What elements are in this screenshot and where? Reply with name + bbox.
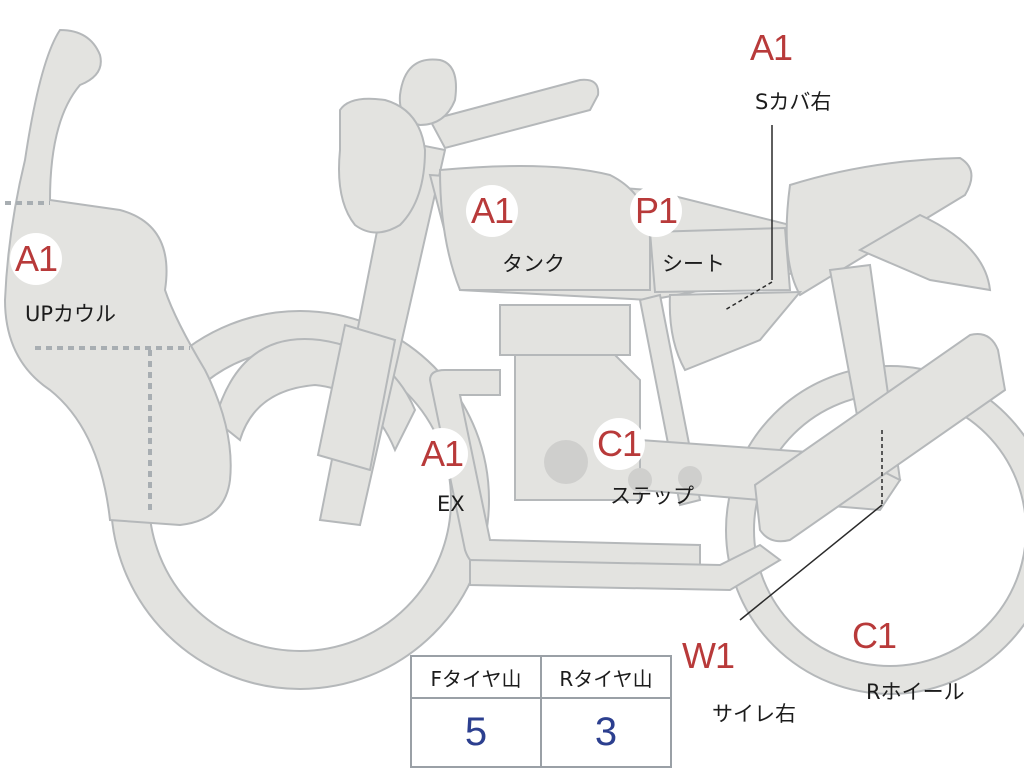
marker-tank: A1: [466, 185, 518, 237]
front-tire-value: 5: [410, 697, 542, 768]
engine-top: [499, 304, 631, 356]
marker-up-cowl: A1: [10, 233, 62, 285]
exhaust-pipe: [428, 369, 701, 566]
front-tire-header: Fタイヤ山: [410, 655, 542, 699]
label-step: ステップ: [610, 484, 694, 508]
silencer: [753, 333, 1007, 543]
step-peg-2: [678, 466, 702, 490]
label-side-cover-right: Sカバ右: [755, 90, 832, 114]
marker-seat: P1: [630, 185, 682, 237]
upper-cowl-shape: [3, 28, 232, 527]
leader-side-cover-dash: [724, 281, 773, 311]
marker-side-cover-right: A1: [745, 22, 797, 74]
tire-table-header-row: Fタイヤ山 Rタイヤ山: [410, 655, 672, 699]
step-peg-1: [628, 468, 652, 492]
rear-seat: [785, 156, 973, 297]
label-silencer-right: サイレ右: [712, 702, 796, 726]
engine-cover: [544, 440, 588, 484]
seat-shape: [648, 226, 792, 294]
side-cover-shape: [668, 290, 803, 372]
marker-rear-wheel: C1: [848, 610, 900, 662]
tail-cowl: [857, 213, 992, 292]
label-tank: タンク: [502, 252, 565, 276]
rear-tire-header: Rタイヤ山: [540, 655, 672, 699]
handlebar: [428, 78, 600, 150]
marker-silencer-right: W1: [682, 630, 735, 682]
rear-tire-value: 3: [540, 697, 672, 768]
marker-step: C1: [593, 418, 645, 470]
exhaust-lower: [469, 543, 782, 592]
leader-silencer-line: [739, 504, 883, 621]
label-exhaust: EX: [437, 492, 465, 516]
label-seat: シート: [662, 252, 725, 276]
tire-table-value-row: 5 3: [410, 697, 672, 768]
headlight: [338, 97, 427, 234]
label-rear-wheel: Rホイール: [866, 680, 965, 704]
cowl-dotted-guides: [5, 201, 190, 515]
marker-exhaust: A1: [416, 428, 468, 480]
tire-tread-table: Fタイヤ山 Rタイヤ山 5 3: [410, 655, 672, 768]
rear-wheel-shape: [725, 365, 1024, 695]
fork-guard: [316, 323, 397, 472]
label-up-cowl: UPカウル: [25, 302, 117, 326]
